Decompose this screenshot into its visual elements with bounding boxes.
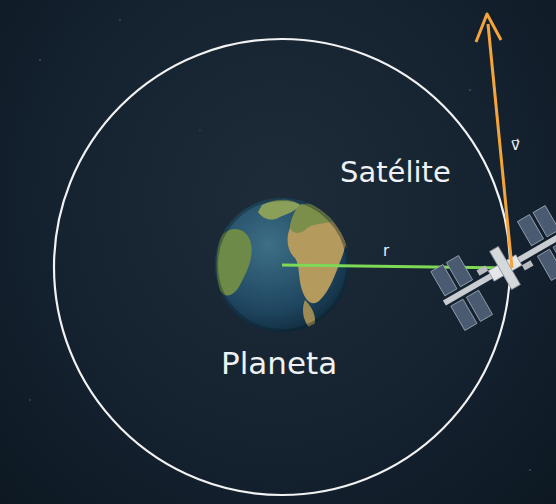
orbit-circle: [54, 39, 510, 495]
satellite-iss: [427, 204, 556, 333]
satellite-label: Satélite: [340, 158, 451, 187]
planet-label: Planeta: [221, 348, 337, 379]
radius-line: [282, 265, 512, 268]
radius-label: r: [383, 244, 389, 259]
stars: [29, 19, 531, 471]
velocity-arrow: [476, 14, 512, 268]
velocity-label: v⃗: [511, 138, 520, 153]
